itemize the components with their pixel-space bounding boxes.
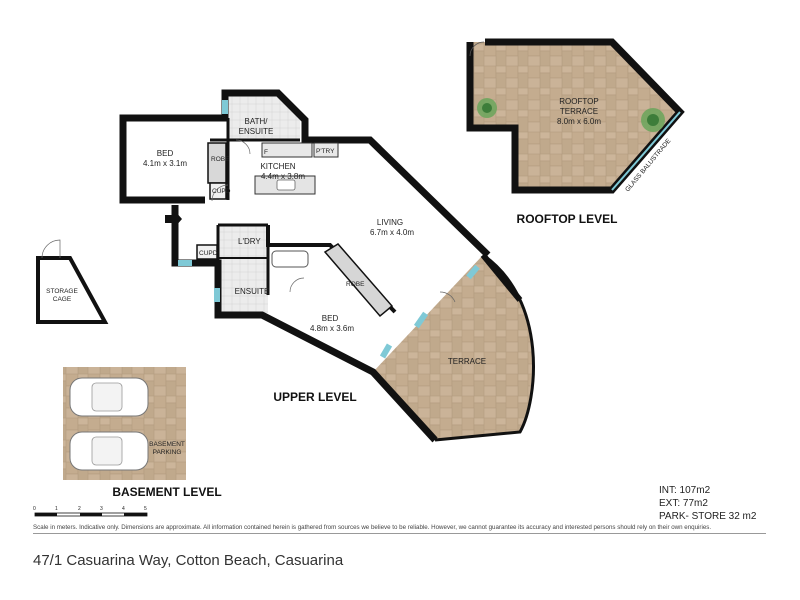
storage-label: STORAGE — [46, 288, 78, 295]
park-store-area: PARK- STORE 32 m2 — [659, 511, 757, 522]
external-area: EXT: 77m2 — [659, 498, 708, 509]
divider — [33, 533, 766, 534]
bed1-label: BED — [157, 149, 174, 158]
scale-tick: 1 — [55, 506, 58, 512]
window — [413, 311, 429, 329]
robe2-label: ROBE — [346, 281, 365, 288]
plant-icon — [477, 98, 497, 118]
upper-outer-wall — [119, 114, 228, 204]
window — [222, 100, 228, 114]
scale-ticks: 0 1 2 3 4 5 — [33, 506, 147, 512]
scale-tick: 2 — [78, 506, 81, 512]
kitchen-label: KITCHEN — [260, 162, 295, 171]
living-label: LIVING — [377, 218, 403, 227]
rooftop-terrace-label-2: TERRACE — [560, 107, 598, 116]
window — [214, 288, 220, 302]
cupd2-label: CUPD — [199, 250, 218, 257]
internal-area: INT: 107m2 — [659, 485, 711, 496]
pantry — [313, 142, 339, 158]
upper-level: BATH/ ENSUITE BED 4.1m x 3.1m ROBE CUPD … — [119, 89, 535, 443]
bed1-dimensions: 4.1m x 3.1m — [143, 159, 187, 168]
laundry-floor — [218, 225, 268, 258]
terrace-floor — [373, 255, 534, 440]
sink-icon — [276, 179, 296, 191]
terrace-outer-wall — [480, 253, 523, 302]
robe-1 — [207, 142, 227, 184]
living-dimensions: 6.7m x 4.0m — [370, 228, 414, 237]
rooftop-terrace-floor — [470, 42, 680, 190]
cupd1-label: CUPD — [212, 188, 231, 195]
property-address: 47/1 Casuarina Way, Cotton Beach, Casuar… — [33, 552, 344, 569]
car-icon — [69, 431, 149, 471]
upper-level-title: UPPER LEVEL — [273, 390, 356, 404]
rooftop-wall — [466, 38, 685, 194]
disclaimer-text: Scale in meters. Indicative only. Dimens… — [33, 524, 712, 531]
bed2-dimensions: 4.8m x 3.6m — [310, 324, 354, 333]
storage-label-2: CAGE — [53, 296, 72, 303]
bath-label: BATH/ — [245, 117, 269, 126]
window — [466, 264, 480, 280]
terrace-curved-edge — [434, 253, 535, 442]
storage-cage: STORAGE CAGE — [36, 239, 109, 324]
plant-icon — [641, 108, 665, 132]
door-swing — [439, 291, 456, 303]
rooftop-terrace-dimensions: 8.0m x 6.0m — [557, 117, 601, 126]
window — [379, 343, 393, 359]
bath-ensuite-floor — [228, 96, 300, 140]
rooftop-level-title: ROOFTOP LEVEL — [517, 212, 618, 226]
cupd-2 — [196, 244, 218, 260]
cupd-1 — [209, 182, 227, 200]
door-swing — [211, 184, 229, 202]
bathtub — [271, 250, 309, 268]
scale-tick: 5 — [144, 506, 147, 512]
basement-level-title: BASEMENT LEVEL — [112, 485, 221, 499]
door-swing — [289, 277, 305, 293]
door-swing — [41, 239, 61, 259]
kitchen-bench — [261, 142, 313, 158]
robe1-label: ROBE — [211, 156, 230, 163]
scale-tick: 0 — [33, 506, 36, 512]
robe-2 — [323, 243, 394, 318]
upper-outer-wall-3 — [221, 89, 491, 258]
rooftop-terrace-label: ROOFTOP — [559, 97, 598, 106]
laundry-label: L'DRY — [238, 237, 261, 246]
door-swing — [235, 139, 251, 155]
rooftop-door-swing — [469, 41, 485, 57]
fridge-label: F — [264, 149, 268, 156]
glass-balustrade-line — [611, 111, 681, 191]
ensuite2-label: ENSUITE — [235, 287, 270, 296]
upper-outer-wall-2 — [171, 205, 438, 443]
rooftop-level: ROOFTOP TERRACE 8.0m x 6.0m GLASS BALUST… — [466, 38, 685, 226]
parking-label: BASEMENT — [149, 441, 185, 448]
ensuite2-floor — [218, 258, 268, 313]
bath-label-2: ENSUITE — [239, 127, 274, 136]
car-icon — [69, 377, 149, 417]
bed2-label: BED — [322, 314, 339, 323]
terrace-label: TERRACE — [448, 357, 486, 366]
scale-bar: 0 1 2 3 4 5 — [33, 506, 148, 517]
entry-arrow-icon — [165, 211, 182, 227]
parking-label-2: PARKING — [153, 449, 182, 456]
basement-level: BASEMENT PARKING BASEMENT LEVEL — [63, 367, 222, 499]
window — [178, 260, 192, 266]
scale-tick: 4 — [122, 506, 125, 512]
scale-tick: 3 — [100, 506, 103, 512]
pantry-label: P'TRY — [316, 148, 335, 155]
kitchen-dimensions: 4.4m x 3.8m — [261, 172, 305, 181]
